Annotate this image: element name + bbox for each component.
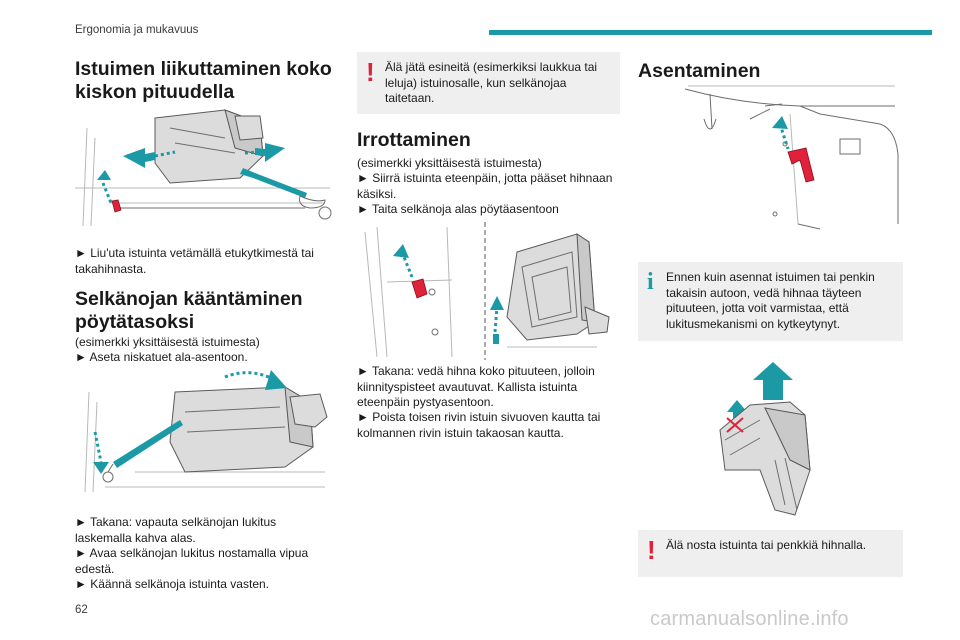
illustration-no-lift-strap <box>719 362 811 516</box>
info-notice-install: i Ennen kuin asennat istuimen tai penkin… <box>638 262 903 341</box>
step-move-forward: ► Siirrä istuinta eteenpäin, jotta pääse… <box>357 171 613 201</box>
step-remove-seat: ► Poista toisen rivin istuin sivuoven ka… <box>357 410 601 440</box>
step-fold-backrest: ► Käännä selkänoja istuinta vasten. <box>75 577 269 591</box>
step-fold-to-table: ► Taita selkänoja alas pöytäasentoon <box>357 202 559 216</box>
caption-slide: ► Liu'uta istuinta vetämällä etukytkimes… <box>75 246 314 276</box>
step-release-lock-front: ► Avaa selkänojan lukitus nostamalla vip… <box>75 546 309 576</box>
warning-icon: ! <box>647 535 656 565</box>
section-title-removal: Irrottaminen <box>357 129 471 151</box>
section-title-table-mode: Selkänojan kääntäminen pöytätasoksi <box>75 288 303 333</box>
watermark: carmanualsonline.info <box>650 608 849 630</box>
illustration-install-strap <box>684 85 899 230</box>
warning-text-fold: Älä jätä esineitä (esimerkiksi laukkua t… <box>385 60 598 105</box>
warning-notice-fold: ! Älä jätä esineitä (esimerkiksi laukkua… <box>357 52 620 114</box>
illustration-removal <box>364 222 610 360</box>
page-number: 62 <box>75 604 88 616</box>
warning-notice-lift: ! Älä nosta istuinta tai penkkiä hihnall… <box>638 530 903 577</box>
intro-table-mode: (esimerkki yksittäisestä istuimesta) <box>75 335 260 349</box>
section-title-installation: Asentaminen <box>638 60 761 82</box>
running-header: Ergonomia ja mukavuus <box>75 24 199 36</box>
illustration-backrest-fold <box>84 370 328 493</box>
step-release-lock-rear: ► Takana: vapauta selkänojan lukitus las… <box>75 515 277 545</box>
step-pull-strap: ► Takana: vedä hihna koko pituuteen, jol… <box>357 364 595 409</box>
warning-text-lift: Älä nosta istuinta tai penkkiä hihnalla. <box>666 538 867 552</box>
section-title-sliding: Istuimen liikuttaminen koko kiskon pituu… <box>75 58 332 103</box>
intro-removal: (esimerkki yksittäisestä istuimesta) <box>357 156 542 170</box>
warning-icon: ! <box>366 57 375 87</box>
illustration-seat-slide <box>75 109 332 227</box>
info-icon: i <box>647 269 654 295</box>
header-accent-bar <box>489 30 932 35</box>
step-headrests: ► Aseta niskatuet ala-asentoon. <box>75 350 248 364</box>
info-text-install: Ennen kuin asennat istuimen tai penkin t… <box>666 270 875 331</box>
